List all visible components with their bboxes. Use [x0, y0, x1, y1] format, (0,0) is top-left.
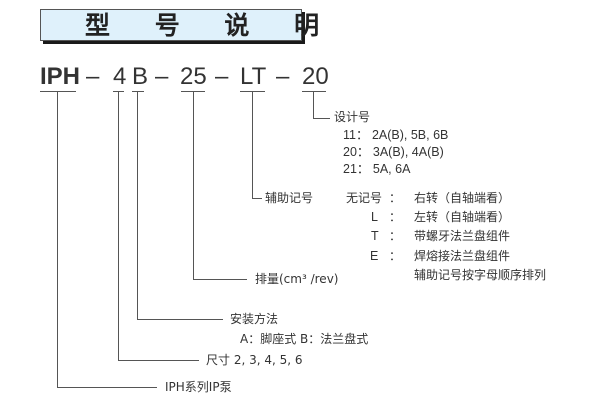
aux-key: L	[371, 210, 378, 224]
mounting-options: A：脚座式 B：法兰盘式	[240, 332, 369, 346]
leader-displacement-h	[193, 279, 247, 280]
design-number-label: 设计号	[334, 110, 371, 124]
leader-series-h	[57, 387, 157, 388]
size-label: 尺寸 2, 3, 4, 5, 6	[206, 353, 303, 367]
code-size: 4	[113, 63, 127, 90]
code-aux: LT	[240, 63, 267, 90]
aux-key: E	[370, 249, 379, 263]
code-mount: B	[132, 63, 149, 90]
aux-key: T	[371, 229, 379, 243]
code-sep: –	[155, 63, 169, 90]
underline-series	[40, 91, 76, 92]
design-number-row: 20： 3A(B), 4A(B)	[343, 145, 444, 159]
code-sep: –	[86, 63, 100, 90]
design-number-row: 21： 5A, 6A	[343, 162, 411, 176]
leader-size-v	[118, 91, 119, 361]
aux-value: 右转（自轴端看）	[414, 191, 511, 205]
aux-value: 左转（自轴端看）	[414, 210, 511, 224]
leader-design-v	[313, 91, 314, 119]
leader-aux-h	[252, 198, 262, 199]
aux-value: 焊熔接法兰盘组件	[414, 249, 511, 263]
code-series: IPH	[40, 63, 81, 90]
underline-design	[302, 91, 326, 92]
aux-note: 辅助记号按字母顺序排列	[414, 268, 547, 282]
title-box: 型 号 说 明	[40, 9, 319, 41]
aux-sep: ：	[389, 210, 402, 224]
underline-mount	[132, 91, 144, 92]
design-number-row: 11： 2A(B), 5B, 6B	[343, 128, 449, 142]
mounting-label: 安装方法	[230, 312, 279, 326]
aux-sep: ：	[389, 249, 402, 263]
code-sep: –	[215, 63, 229, 90]
aux-sep: ：	[389, 229, 402, 243]
displacement-label: 排量(cm³ /rev)	[255, 272, 339, 286]
aux-sep: ：	[389, 191, 402, 205]
leader-design-h	[313, 118, 330, 119]
leader-mount-v	[137, 91, 138, 320]
leader-size-h	[118, 360, 199, 361]
aux-key: 无记号	[346, 191, 383, 205]
aux-symbol-label: 辅助记号	[265, 191, 314, 205]
code-displacement: 25	[180, 63, 207, 90]
leader-series-v	[57, 91, 58, 388]
page-title: 型 号 说 明	[85, 11, 338, 40]
aux-value: 带螺牙法兰盘组件	[414, 229, 511, 243]
leader-mount-h	[137, 319, 223, 320]
leader-aux-v	[252, 91, 253, 199]
leader-displacement-v	[193, 91, 194, 280]
code-sep: –	[276, 63, 290, 90]
code-design: 20	[302, 63, 329, 90]
series-label: IPH系列IP泵	[165, 380, 232, 394]
